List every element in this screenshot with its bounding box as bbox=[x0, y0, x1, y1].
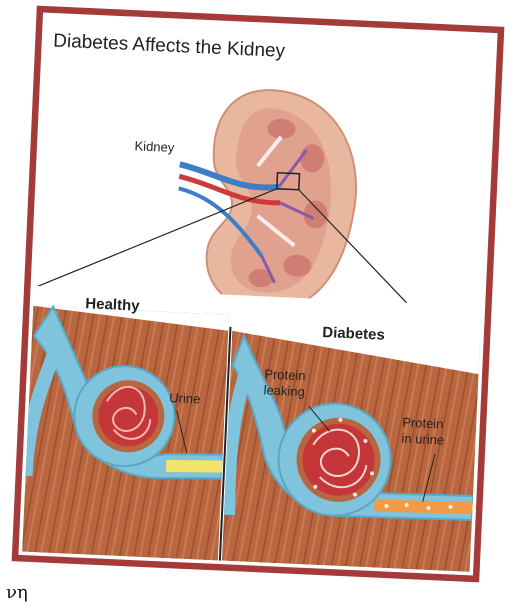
kidney-diagram: Diabetes Affects the Kidney Kidney bbox=[12, 6, 505, 583]
protein-in-urine-label-line2: in urine bbox=[401, 431, 444, 448]
diabetes-heading: Diabetes bbox=[322, 324, 385, 344]
protein-leaking-label-line1: Protein bbox=[264, 366, 306, 383]
urine-label: Urine bbox=[169, 390, 201, 406]
kidney-label: Kidney bbox=[134, 138, 175, 155]
healthy-heading: Healthy bbox=[85, 295, 141, 314]
corner-text-fragment: νη bbox=[6, 582, 28, 603]
healthy-panel bbox=[22, 306, 229, 561]
protein-leaking-label-line2: leaking bbox=[263, 382, 305, 399]
protein-in-urine-label-line1: Protein bbox=[402, 415, 444, 432]
diagram-frame: Diabetes Affects the Kidney Kidney bbox=[12, 6, 505, 583]
